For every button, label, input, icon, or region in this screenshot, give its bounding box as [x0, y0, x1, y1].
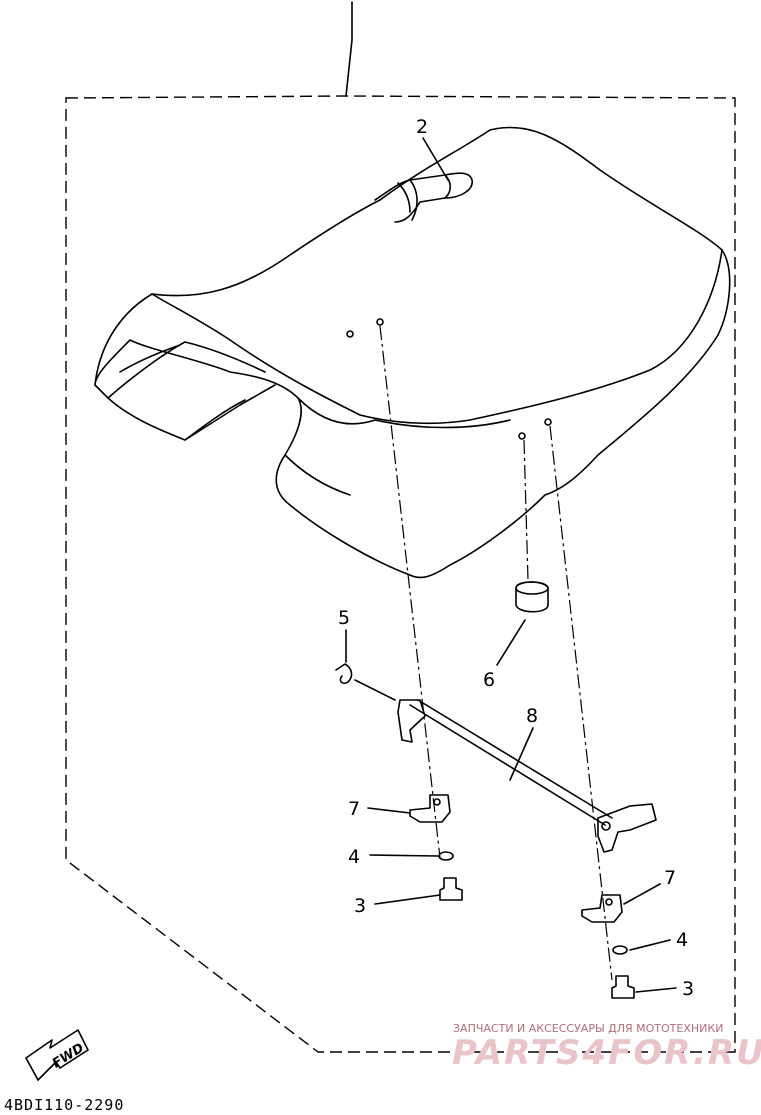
leader-7b [623, 883, 661, 905]
leader-4b [629, 939, 671, 951]
callout-5: 5 [338, 607, 350, 629]
assembly-boundary [65, 95, 736, 1053]
part-8-rod [397, 699, 657, 853]
part-3-bolt-left [439, 877, 463, 901]
watermark-tagline: ЗАПЧАСТИ И АКСЕССУАРЫ ДЛЯ МОТОТЕХНИКИ [453, 1022, 723, 1035]
fwd-arrow: FWD [25, 1029, 89, 1081]
callout-3-left: 3 [354, 895, 366, 917]
part-1-leader [345, 1, 353, 97]
leader-3b [635, 987, 677, 993]
alignment-lines [379, 325, 613, 981]
leader-6 [496, 619, 526, 666]
leader-4a [369, 854, 439, 857]
mounting-holes [346, 318, 552, 440]
leader-7a [367, 807, 411, 814]
watermark-brand: PARTS4FOR.RU [452, 1033, 761, 1073]
part-4-washer-left [438, 851, 454, 861]
part-7-bracket-left [409, 794, 451, 823]
seat-body [94, 126, 731, 579]
part-7-bracket-right [581, 894, 623, 923]
part-4-washer-right [612, 945, 628, 955]
callout-7-left: 7 [348, 798, 360, 820]
leader-3a [374, 894, 441, 905]
part-2-tab [374, 172, 473, 223]
callout-4-right: 4 [676, 929, 688, 951]
leader-2 [422, 137, 449, 181]
callout-7-right: 7 [664, 867, 676, 889]
drawing-code: 4BDI110-2290 [4, 1096, 124, 1114]
part-6-damper [515, 581, 549, 613]
callout-3-right: 3 [682, 978, 694, 1000]
callout-6: 6 [483, 669, 495, 691]
callout-8: 8 [526, 705, 538, 727]
part-5-line [354, 679, 396, 701]
leader-8 [509, 727, 534, 781]
part-5-clip [335, 663, 353, 685]
callout-4-left: 4 [348, 846, 360, 868]
callout-2: 2 [416, 116, 428, 138]
part-3-bolt-right [611, 975, 635, 999]
